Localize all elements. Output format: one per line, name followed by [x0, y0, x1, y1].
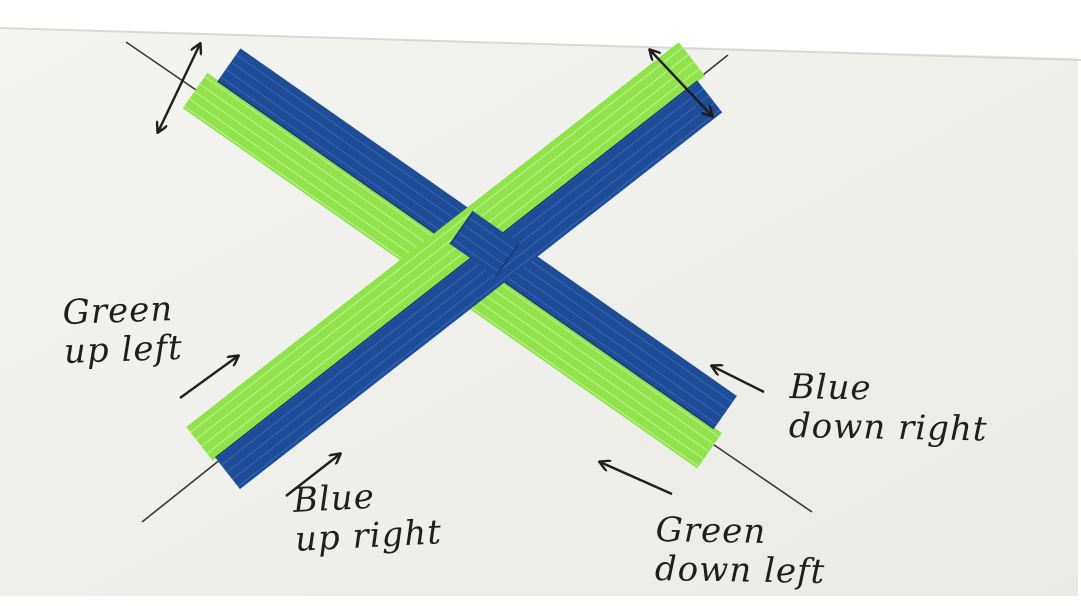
label-blue-down-right: Blue down right: [788, 367, 988, 450]
label-green-up-left: Green up left: [61, 289, 184, 373]
tape-weave-center: [449, 210, 520, 277]
arrow-green-up-left: [179, 356, 238, 399]
arrow-blue-up-right: [285, 454, 340, 497]
label-green-down-left: Green down left: [654, 510, 826, 593]
tape-strip-ascending: [186, 42, 723, 490]
double-arrow-top-left: [158, 44, 200, 132]
double-arrow-top-right: [650, 50, 712, 116]
arrow-green-down-left: [600, 462, 673, 496]
arrow-blue-down-right: [712, 366, 765, 394]
label-blue-up-right: Blue up right: [291, 476, 443, 561]
